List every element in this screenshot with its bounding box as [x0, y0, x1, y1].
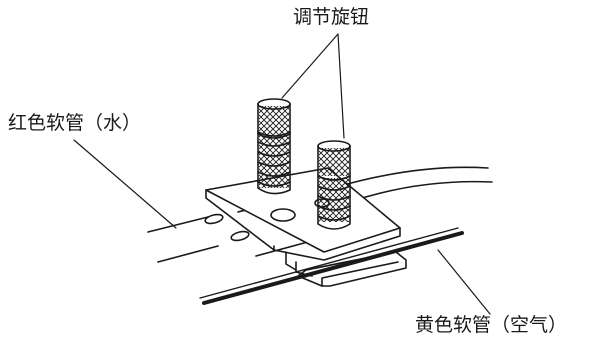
clamp-plate — [205, 167, 401, 277]
red-hose-label: 红色软管（水） — [8, 112, 142, 134]
adjust-knob-label: 调节旋钮 — [293, 6, 370, 28]
upper-hose-right — [339, 166, 493, 201]
yellow-hose-label: 黄色软管（空气） — [415, 314, 568, 336]
leader-lines — [73, 33, 491, 315]
knob-right — [317, 140, 351, 230]
lower-clip — [297, 251, 407, 287]
red-hose — [147, 208, 263, 263]
knob-left — [257, 98, 291, 195]
